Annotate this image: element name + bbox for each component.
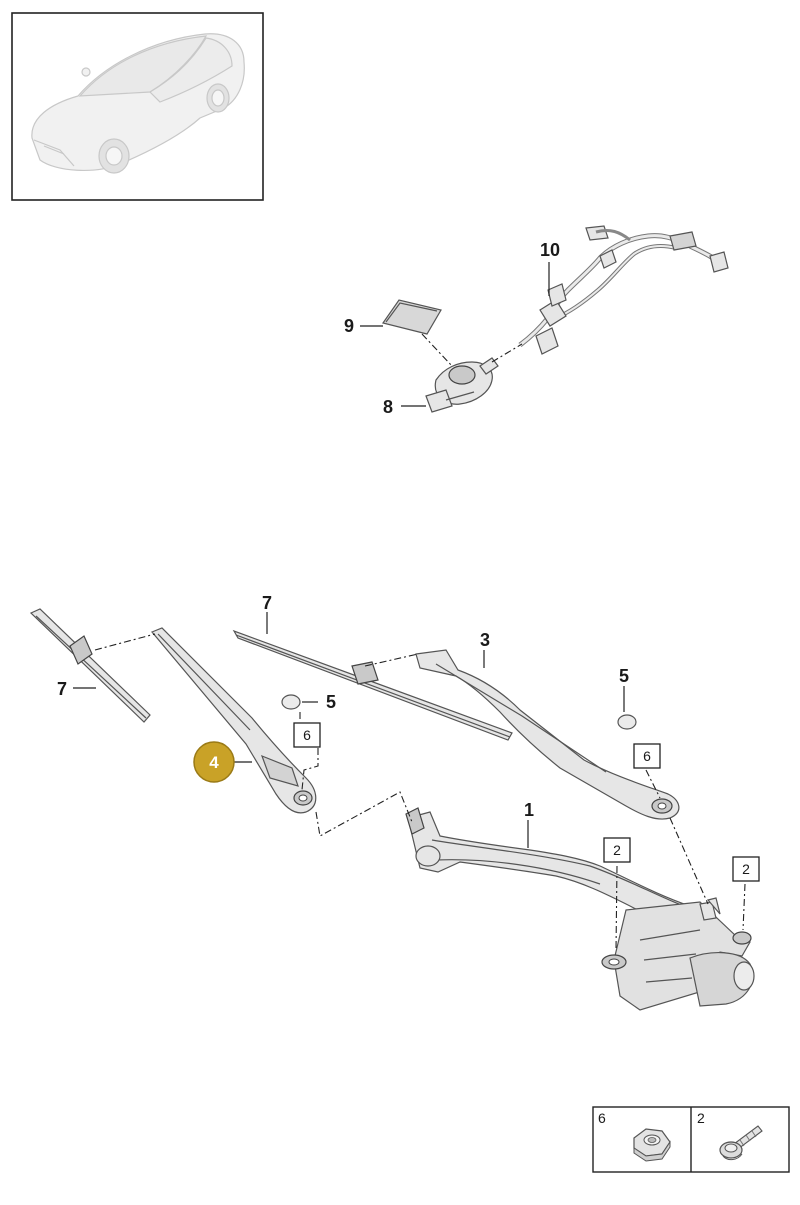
dash-line-screw-2-left <box>615 865 618 951</box>
dash-line-nut-left <box>301 748 319 791</box>
bolt-icon <box>719 1125 763 1161</box>
wiper-system-group <box>29 608 755 1011</box>
rain-sensor-part-8[interactable] <box>425 357 499 413</box>
wiper-arm-right-part-3[interactable] <box>415 649 680 820</box>
cap-part-5-left[interactable] <box>281 694 301 710</box>
callout-4: 4 <box>209 753 219 772</box>
callout-box-2-left[interactable]: 2 <box>603 837 631 863</box>
dash-line-arm-linkage-right <box>669 817 709 905</box>
fastener-legend: 6 2 <box>592 1106 790 1173</box>
dash-line-blade-arm-right <box>364 653 419 667</box>
callout-4-highlight[interactable]: 4 <box>193 741 235 783</box>
dash-line-arm-linkage-left <box>315 791 413 837</box>
callout-2-right: 2 <box>742 861 750 877</box>
callout-3[interactable]: 3 <box>480 630 490 650</box>
hex-nut-icon <box>633 1128 671 1162</box>
callout-10[interactable]: 10 <box>540 240 560 260</box>
dash-line-8-10 <box>491 343 523 363</box>
callout-6-left: 6 <box>303 727 311 743</box>
gel-pad-part-9[interactable] <box>382 299 442 335</box>
wiper-arm-left-part-4[interactable] <box>151 627 317 814</box>
callout-2-left: 2 <box>613 842 621 858</box>
legend-number-2: 2 <box>697 1110 705 1126</box>
callout-5-right[interactable]: 5 <box>619 666 629 686</box>
wiper-blade-left-part-7[interactable] <box>29 608 151 723</box>
dash-line-blade-arm-left <box>94 633 156 651</box>
dash-line-nut-right <box>645 769 661 799</box>
callouts: 9 8 10 7 7 3 5 5 1 6 6 2 2 4 <box>57 240 760 882</box>
callout-8[interactable]: 8 <box>383 397 393 417</box>
callout-box-2-right[interactable]: 2 <box>732 856 760 882</box>
callout-5-left[interactable]: 5 <box>326 692 336 712</box>
dash-line-screw-2-right <box>742 883 746 931</box>
cap-part-5-right[interactable] <box>617 714 637 730</box>
callout-1[interactable]: 1 <box>524 800 534 820</box>
callout-box-6-right[interactable]: 6 <box>633 743 661 769</box>
wiper-linkage-part-1[interactable] <box>405 807 755 1011</box>
legend-cell-nut[interactable]: 6 <box>598 1110 671 1162</box>
legend-number-6: 6 <box>598 1110 606 1126</box>
rain-sensor-group <box>360 225 729 413</box>
highlight-badge <box>193 741 235 783</box>
legend-cell-bolt[interactable]: 2 <box>697 1110 763 1161</box>
vehicle-overview[interactable] <box>11 12 264 201</box>
callout-7-right[interactable]: 7 <box>262 593 272 613</box>
callout-7-left[interactable]: 7 <box>57 679 67 699</box>
overview-frame <box>11 12 264 201</box>
callout-9[interactable]: 9 <box>344 316 354 336</box>
car-overview-icon <box>31 33 245 174</box>
dash-line-9-8 <box>421 333 453 367</box>
callout-6-right: 6 <box>643 748 651 764</box>
wiring-harness-part-10[interactable] <box>518 225 729 355</box>
wiper-blade-right-part-7[interactable] <box>232 629 513 741</box>
callout-box-6-left[interactable]: 6 <box>293 722 321 748</box>
